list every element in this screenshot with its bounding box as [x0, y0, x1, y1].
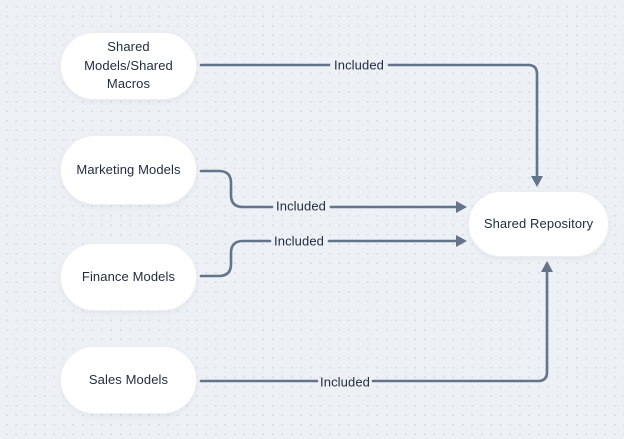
node-shared-repository: Shared Repository	[468, 191, 609, 257]
node-label: Marketing Models	[76, 161, 181, 177]
node-label: Finance Models	[81, 268, 176, 284]
edge-label-finance-included: Included	[274, 233, 324, 249]
edge-finance-arrowhead-icon	[456, 235, 467, 247]
edge-label-marketing-included: Included	[276, 198, 326, 214]
edge-marketing-arrowhead-icon	[456, 201, 467, 213]
node-shared-models-shared-macros: Shared Models/Shared Macros	[60, 32, 197, 100]
edge-sales-segment-b	[371, 265, 549, 383]
node-finance-models: Finance Models	[60, 243, 197, 311]
node-label: Sales Models	[88, 371, 169, 387]
edge-label-shared-models-included: Included	[334, 57, 384, 73]
edge-shared-models-segment-b	[387, 63, 539, 179]
node-sales-models: Sales Models	[60, 346, 197, 414]
edge-shared-models-arrowhead-icon	[531, 176, 543, 187]
edge-finance-segment-a	[199, 239, 272, 278]
edge-marketing-segment-a	[199, 169, 274, 209]
node-label: Shared Models/Shared Macros	[84, 39, 173, 92]
node-marketing-models: Marketing Models	[60, 135, 197, 205]
edge-sales-arrowhead-icon	[541, 261, 553, 272]
edge-label-sales-included: Included	[320, 374, 370, 390]
node-label: Shared Repository	[483, 215, 594, 231]
